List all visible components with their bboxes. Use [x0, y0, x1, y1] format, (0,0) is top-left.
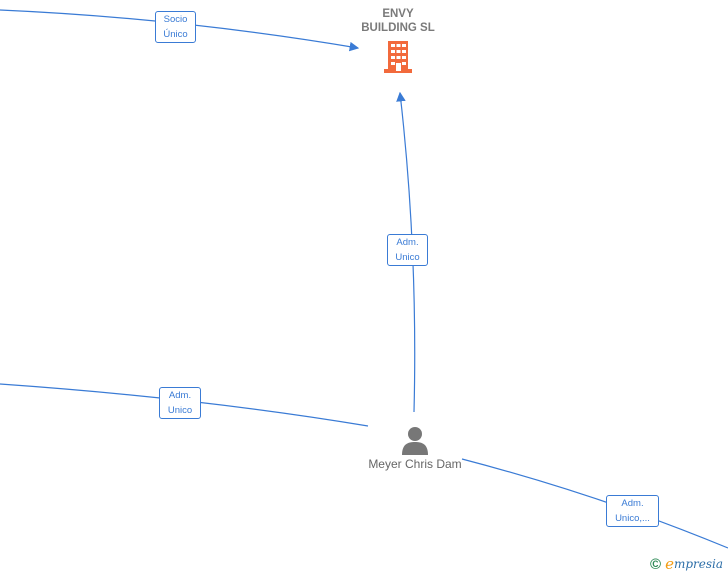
edge-label-adm-unico-company[interactable]: Adm. Unico — [387, 234, 428, 266]
edge-label-line-1: Adm. — [621, 498, 644, 509]
edge-label-line-2: Unico — [395, 252, 420, 263]
brand-name: mpresia — [673, 557, 724, 571]
edge-label-line-1: Adm. — [168, 390, 192, 401]
person-node-meyer-chris-dam[interactable]: Meyer Chris Dam — [350, 425, 480, 471]
edge-adm-unico-right — [461, 458, 728, 549]
edge-label-line-2: Único — [163, 29, 188, 40]
company-name-line-2: BUILDING SL — [361, 22, 435, 34]
brand-initial: e — [665, 555, 674, 573]
edge-label-line-2: Unico,... — [615, 513, 650, 524]
copyright-icon: © — [650, 555, 662, 573]
edge-label-line-2: Unico — [167, 405, 193, 416]
edge-label-adm-unico-right[interactable]: Adm. Unico,... — [606, 495, 659, 527]
edge-label-line-1: Adm. — [396, 237, 419, 248]
edge-label-line-1: Socio — [163, 14, 188, 25]
company-node-envy-building[interactable]: ENVY BUILDING SL — [343, 7, 453, 73]
building-icon — [384, 41, 412, 73]
edge-label-adm-unico-left[interactable]: Adm. Unico — [159, 387, 201, 419]
company-name-line-1: ENVY — [382, 8, 414, 20]
person-icon — [402, 427, 428, 455]
person-name: Meyer Chris Dam — [368, 457, 462, 471]
edge-label-socio-unico[interactable]: Socio Único — [155, 11, 196, 43]
empresia-logo[interactable]: © e mpresia — [650, 555, 723, 573]
